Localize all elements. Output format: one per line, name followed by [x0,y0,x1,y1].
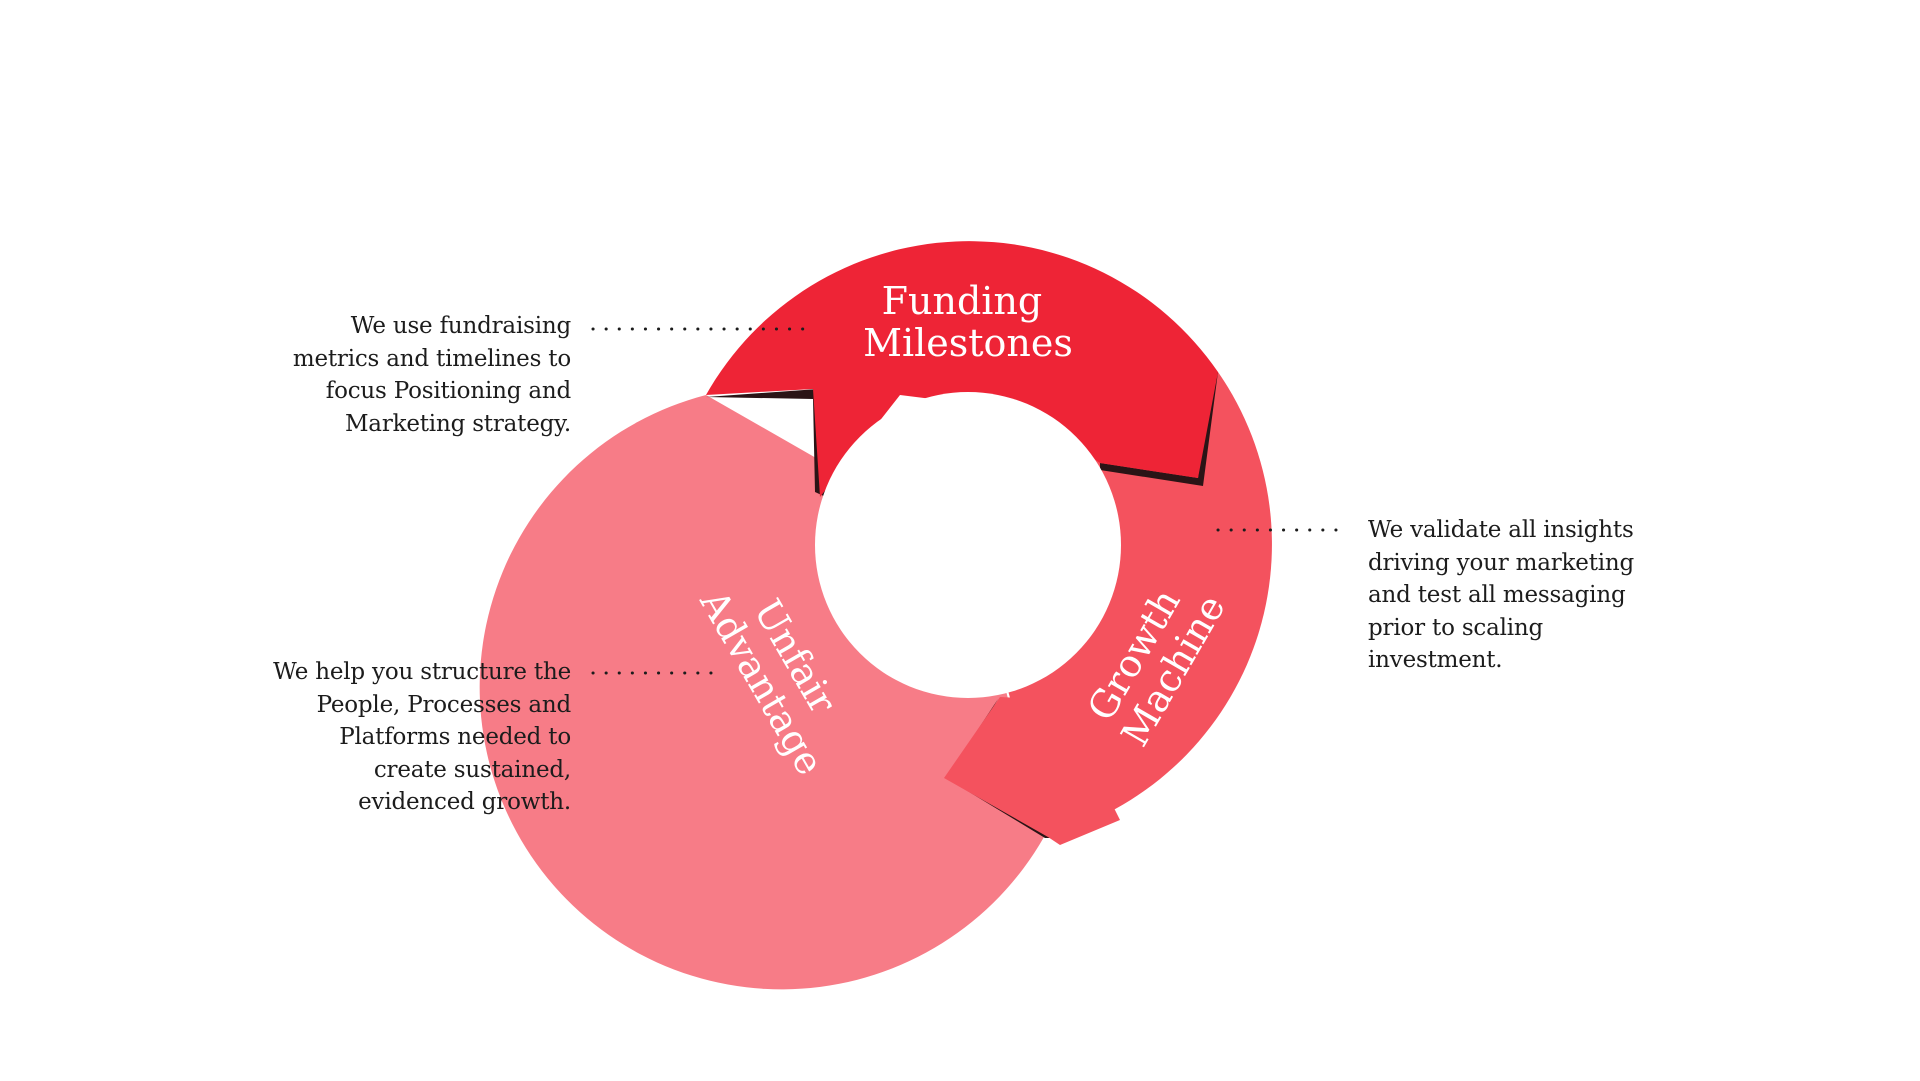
arrow-tip-growth [944,697,1120,845]
description-unfair-line: evidenced growth. [358,789,571,815]
description-unfair-line: Platforms needed to [339,724,571,750]
description-funding-line: focus Positioning and [325,378,571,404]
segment-funding-milestones [706,241,1218,497]
description-funding-line: We use fundraising [350,313,571,339]
label-funding-line-2: Milestones [863,321,1073,365]
label-funding-milestones: Funding Milestones [863,279,1073,365]
description-growth-line: prior to scaling [1368,614,1544,641]
description-growth-machine: We validate all insights driving your ma… [1368,514,1634,677]
description-funding-line: Marketing strategy. [344,410,571,437]
description-unfair-line: create sustained, [373,756,571,783]
description-growth-line: investment. [1368,647,1503,673]
description-growth-line: driving your marketing [1368,549,1635,576]
description-unfair-line: We help you structure the [273,659,571,685]
description-growth-line: and test all messaging [1368,582,1626,608]
description-funding-milestones: We use fundraising metrics and timelines… [293,310,571,440]
description-growth-line: We validate all insights [1368,517,1634,543]
description-unfair-advantage: We help you structure the People, Proces… [273,656,571,819]
description-funding-line: metrics and timelines to [292,345,571,372]
description-unfair-line: People, Processes and [316,691,572,718]
label-funding-line-1: Funding [882,279,1043,323]
segment-unfair-advantage [479,395,1044,990]
